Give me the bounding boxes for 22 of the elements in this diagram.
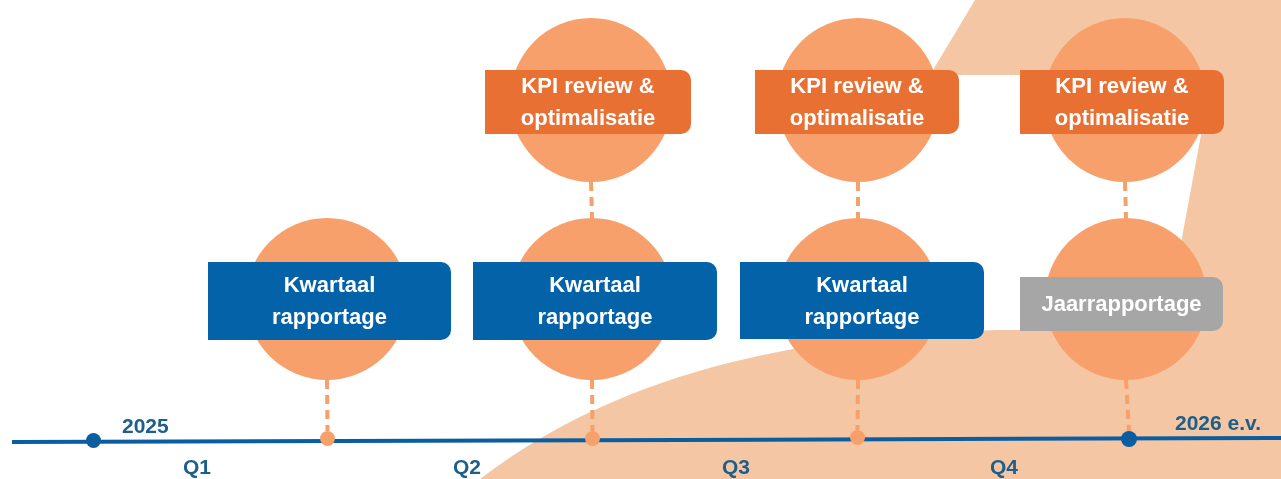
quarter-report-banner: Kwartaal rapportage — [740, 262, 984, 339]
quarter-report-banner: Kwartaal rapportage — [208, 262, 451, 340]
timeline-dot — [86, 433, 101, 448]
dashed-connector — [590, 379, 595, 432]
quarter-label: Q4 — [990, 455, 1018, 479]
timeline-dot — [320, 431, 335, 446]
dashed-connector — [325, 379, 330, 432]
year-label: 2025 — [122, 414, 169, 438]
kpi-banner: KPI review & optimalisatie — [485, 70, 691, 134]
annual-report-banner: Jaarrapportage — [1020, 277, 1223, 331]
quarter-label: Q2 — [453, 455, 481, 479]
kpi-banner: KPI review & optimalisatie — [755, 70, 959, 134]
dashed-connector — [855, 379, 860, 431]
dashed-connector — [1123, 181, 1128, 219]
dashed-connector — [589, 181, 594, 219]
quarter-label: Q1 — [183, 455, 211, 479]
dashed-connector — [1124, 379, 1131, 432]
quarter-label: Q3 — [722, 455, 750, 479]
kpi-banner: KPI review & optimalisatie — [1020, 70, 1224, 134]
quarter-report-banner: Kwartaal rapportage — [473, 262, 717, 340]
year-label: 2026 e.v. — [1175, 411, 1262, 435]
dashed-connector — [856, 182, 860, 218]
